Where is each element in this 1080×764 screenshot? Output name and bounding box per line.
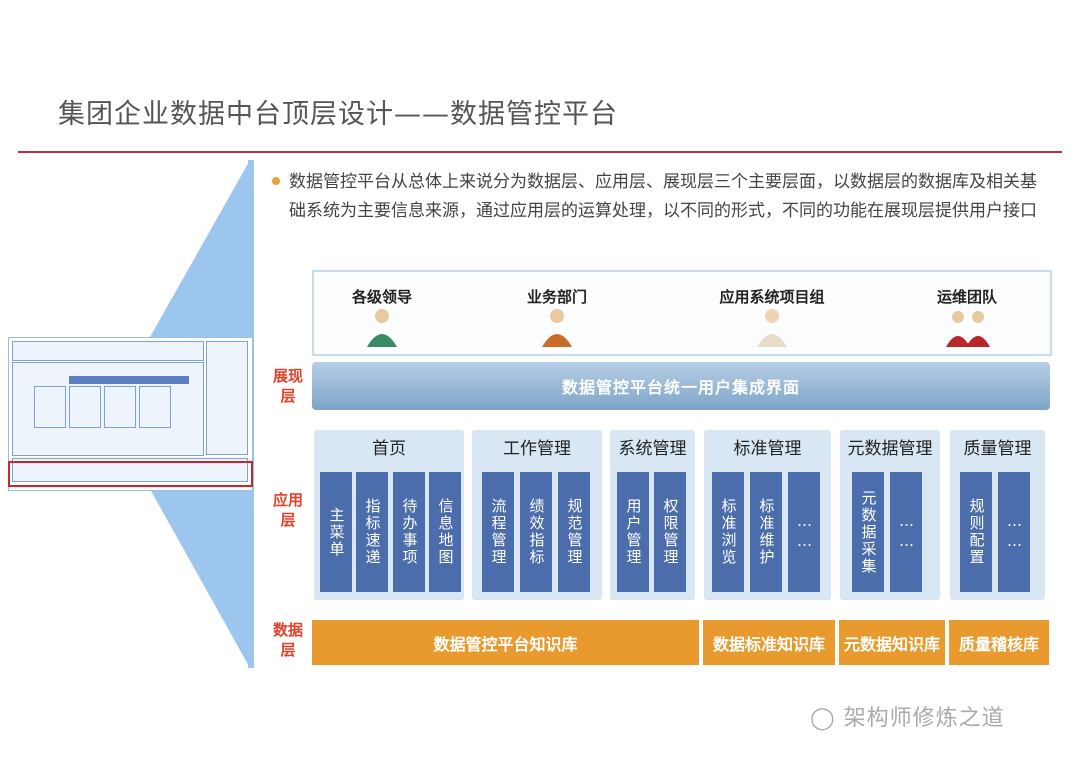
thumbnail-highlight: [8, 461, 253, 487]
module-item: 指标速递: [356, 472, 388, 592]
kb-quality: 质量稽核库: [949, 620, 1049, 665]
module-item: ……: [788, 472, 820, 592]
thumb-cell: [139, 386, 171, 428]
role-label: 业务部门: [526, 288, 587, 306]
intro-text: 数据管控平台从总体上来说分为数据层、应用层、展现层三个主要层面，以数据层的数据库…: [289, 172, 1037, 221]
wechat-icon: ◯: [810, 706, 836, 731]
module-item: 主菜单: [320, 472, 352, 592]
module-item: ……: [890, 472, 922, 592]
watermark: ◯ 架构师修炼之道: [810, 700, 1005, 732]
thumb-cell: [34, 386, 66, 428]
module-quality: 质量管理 规则配置 ……: [950, 430, 1045, 600]
module-item: 标准维护: [750, 472, 782, 592]
module-item: 信息地图: [429, 472, 461, 592]
kb-metadata: 元数据知识库: [839, 620, 945, 665]
module-standard: 标准管理 标准浏览 标准维护 ……: [704, 430, 831, 600]
thumb-cell: [69, 386, 101, 428]
business-figure-icon: [542, 309, 572, 347]
layer-label-data: 数据层: [272, 621, 303, 659]
module-item: 规则配置: [960, 472, 992, 592]
module-home: 首页 主菜单 指标速递 待办事项 信息地图: [314, 430, 464, 600]
role-leader: 各级领导: [332, 286, 432, 351]
module-item: 绩效指标: [520, 472, 552, 592]
thumb-top-block: [12, 341, 204, 361]
project-team-figure-icon: [757, 309, 787, 347]
ops-team-figure-icon: [946, 311, 990, 347]
module-item: 权限管理: [654, 472, 686, 592]
watermark-text: 架构师修炼之道: [843, 706, 1005, 731]
module-metadata: 元数据管理 元数据采集 ……: [840, 430, 940, 600]
module-system: 系统管理 用户管理 权限管理: [610, 430, 695, 600]
bullet-icon: [272, 177, 280, 185]
module-item: 用户管理: [617, 472, 649, 592]
page-title: 集团企业数据中台顶层设计——数据管控平台: [58, 99, 618, 130]
role-ops-team: 运维团队: [917, 286, 1017, 351]
module-title: 首页: [372, 439, 406, 459]
module-title: 质量管理: [963, 439, 1032, 459]
module-item: 流程管理: [482, 472, 514, 592]
layer-label-presentation: 展现层: [272, 367, 303, 405]
thumb-bar: [69, 376, 189, 384]
module-item: 元数据采集: [852, 472, 884, 592]
module-item: 待办事项: [393, 472, 425, 592]
layer-label-application: 应用层: [272, 491, 303, 529]
kb-standard: 数据标准知识库: [703, 620, 835, 665]
role-label: 各级领导: [351, 288, 412, 306]
module-work: 工作管理 流程管理 绩效指标 规范管理: [472, 430, 602, 600]
roles-panel: [312, 270, 1052, 356]
kb-platform: 数据管控平台知识库: [312, 620, 699, 665]
module-title: 元数据管理: [847, 439, 933, 459]
thumb-cell: [104, 386, 136, 428]
module-item: 标准浏览: [712, 472, 744, 592]
role-label: 运维团队: [936, 288, 997, 306]
module-title: 工作管理: [503, 439, 571, 459]
module-title: 标准管理: [733, 439, 802, 459]
leader-figure-icon: [367, 309, 397, 347]
module-item: 规范管理: [558, 472, 590, 592]
thumb-side-block: [206, 341, 248, 455]
unified-ui-bar: 数据管控平台统一用户集成界面: [312, 362, 1050, 410]
role-project-team: 应用系统项目组: [697, 286, 847, 351]
role-business: 业务部门: [507, 286, 607, 351]
title-divider: [18, 151, 1062, 153]
module-title: 系统管理: [618, 439, 687, 459]
module-item: ……: [998, 472, 1030, 592]
role-label: 应用系统项目组: [719, 288, 825, 306]
